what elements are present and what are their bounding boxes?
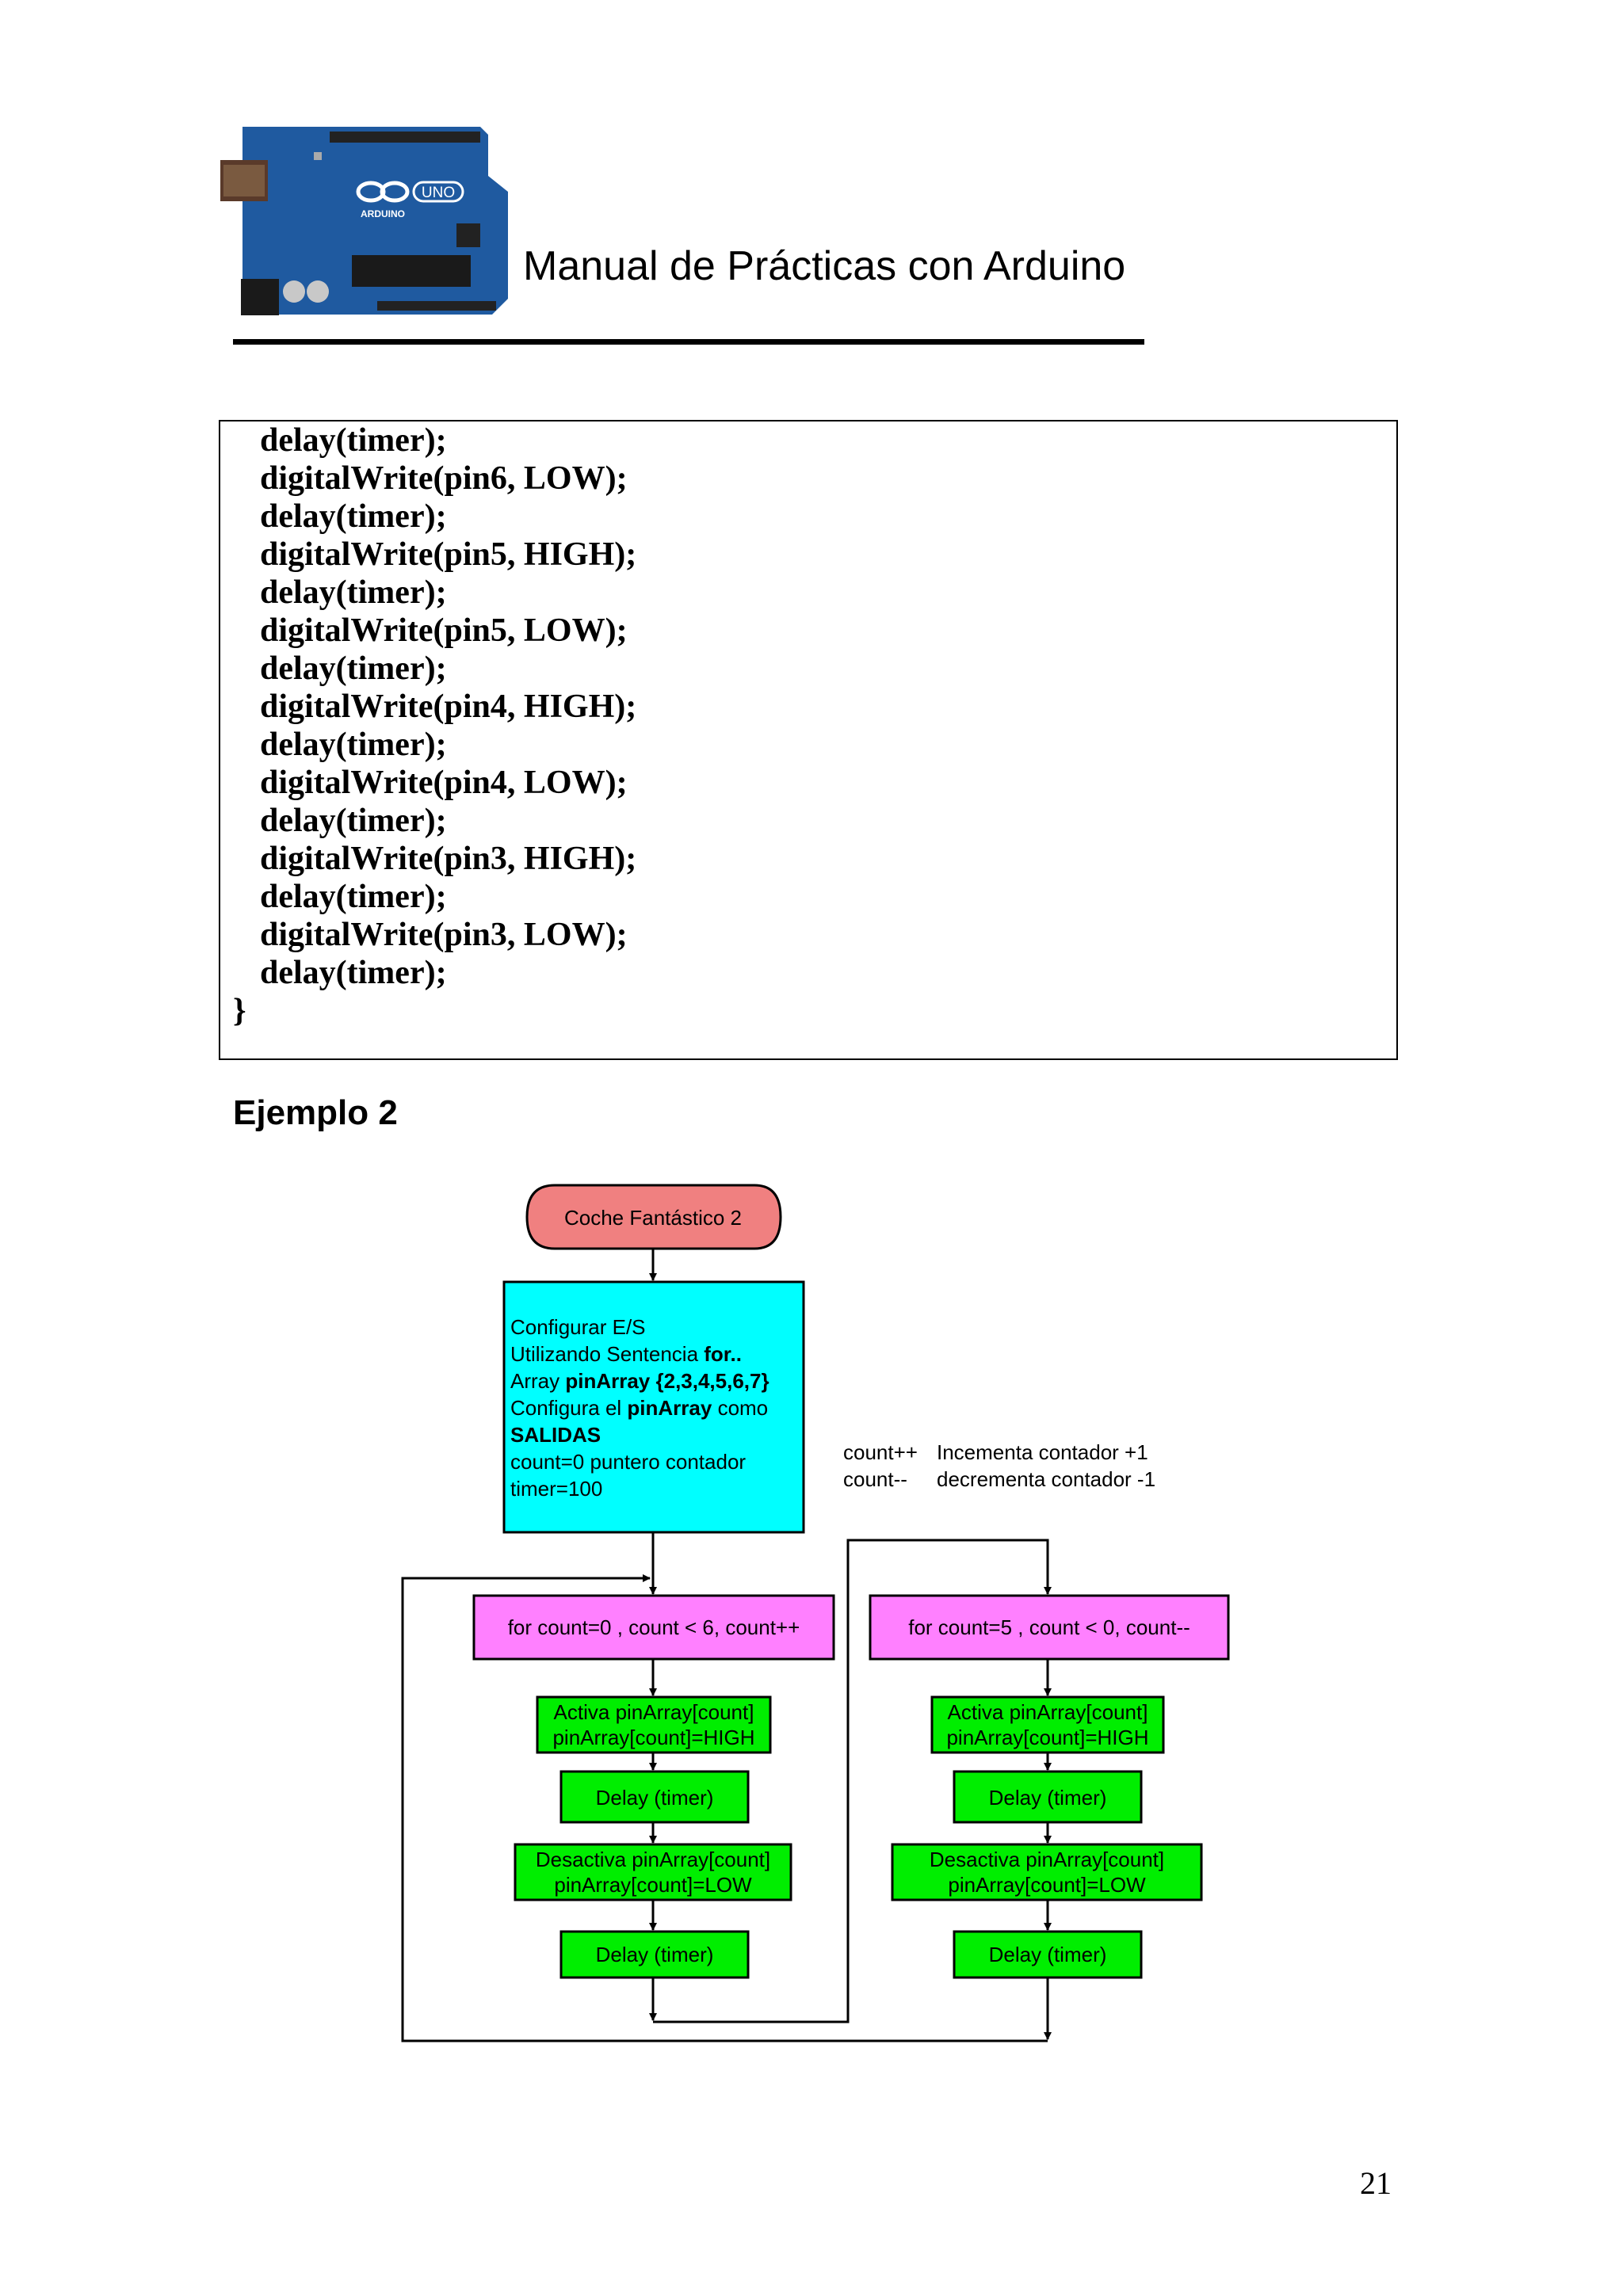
loop-right-label: for count=5 , count < 0, count-- — [908, 1615, 1190, 1639]
note-dec-op: count-- — [843, 1467, 907, 1491]
flowchart-start-label: Coche Fantástico 2 — [564, 1206, 742, 1230]
flowchart-loop-left — [472, 1594, 835, 1661]
code-line: delay(timer); — [260, 727, 447, 763]
activate-left-line-2: pinArray[count]=HIGH — [552, 1726, 754, 1749]
page-number: 21 — [1360, 2165, 1392, 2201]
activate-right-line-2: pinArray[count]=HIGH — [946, 1726, 1148, 1749]
note-dec-desc: decrementa contador -1 — [937, 1467, 1155, 1491]
config-line-7: timer=100 — [510, 1477, 602, 1501]
code-line: delay(timer); — [260, 955, 447, 991]
code-line: digitalWrite(pin5, LOW); — [260, 612, 628, 649]
delay-left-2-label: Delay (timer) — [596, 1943, 714, 1966]
header-divider — [233, 339, 1144, 345]
code-line: digitalWrite(pin3, LOW); — [260, 917, 628, 953]
arduino-board-image: UNO ARDUINO — [219, 120, 514, 325]
code-line: digitalWrite(pin3, HIGH); — [260, 841, 637, 877]
deactivate-right-line-2: pinArray[count]=LOW — [948, 1873, 1146, 1897]
section-title: Ejemplo 2 — [233, 1093, 398, 1132]
code-line: delay(timer); — [260, 574, 447, 611]
step-deactivate-left — [514, 1843, 792, 1901]
config-line-5: SALIDAS — [510, 1423, 601, 1447]
step-deactivate-right — [891, 1843, 1203, 1901]
note-inc-desc: Incementa contador +1 — [937, 1440, 1148, 1464]
code-line: delay(timer); — [260, 650, 447, 687]
code-line: delay(timer); — [260, 879, 447, 915]
delay-right-2-label: Delay (timer) — [989, 1943, 1107, 1966]
loop-left-label: for count=0 , count < 6, count++ — [508, 1615, 800, 1639]
flowchart-config-node — [502, 1280, 805, 1534]
flowchart-start-node — [525, 1184, 782, 1250]
step-delay-left-1 — [559, 1770, 750, 1824]
deactivate-left-line-2: pinArray[count]=LOW — [554, 1873, 752, 1897]
page-header-title: Manual de Prácticas con Arduino — [523, 243, 1126, 289]
code-line: digitalWrite(pin6, LOW); — [260, 460, 628, 497]
code-closing-brace: } — [233, 993, 246, 1029]
code-line: delay(timer); — [260, 422, 447, 459]
step-activate-left — [536, 1695, 772, 1754]
code-line: digitalWrite(pin5, HIGH); — [260, 536, 637, 573]
code-line: delay(timer); — [260, 498, 447, 535]
config-line-2: Utilizando Sentencia for.. — [510, 1342, 742, 1366]
config-line-6: count=0 puntero contador — [510, 1450, 746, 1474]
delay-left-1-label: Delay (timer) — [596, 1786, 714, 1810]
code-line: delay(timer); — [260, 803, 447, 839]
code-line: digitalWrite(pin4, LOW); — [260, 765, 628, 801]
config-line-4: Configura el pinArray como — [510, 1396, 768, 1420]
flowchart-loop-right — [869, 1594, 1230, 1661]
deactivate-left-line-1: Desactiva pinArray[count] — [536, 1848, 770, 1871]
code-line: digitalWrite(pin4, HIGH); — [260, 688, 637, 725]
logo-uno-text: UNO — [422, 185, 455, 201]
step-delay-left-2 — [559, 1930, 750, 1979]
activate-left-line-1: Activa pinArray[count] — [554, 1700, 754, 1724]
activate-right-line-1: Activa pinArray[count] — [948, 1700, 1148, 1724]
logo-brand-text: ARDUINO — [361, 208, 405, 219]
config-line-3: Array pinArray {2,3,4,5,6,7} — [510, 1369, 769, 1393]
deactivate-right-line-1: Desactiva pinArray[count] — [930, 1848, 1164, 1871]
delay-right-1-label: Delay (timer) — [989, 1786, 1107, 1810]
code-listing-box: delay(timer); digitalWrite(pin6, LOW); d… — [219, 420, 1398, 1060]
note-inc-op: count++ — [843, 1440, 918, 1464]
config-line-1: Configurar E/S — [510, 1315, 646, 1339]
